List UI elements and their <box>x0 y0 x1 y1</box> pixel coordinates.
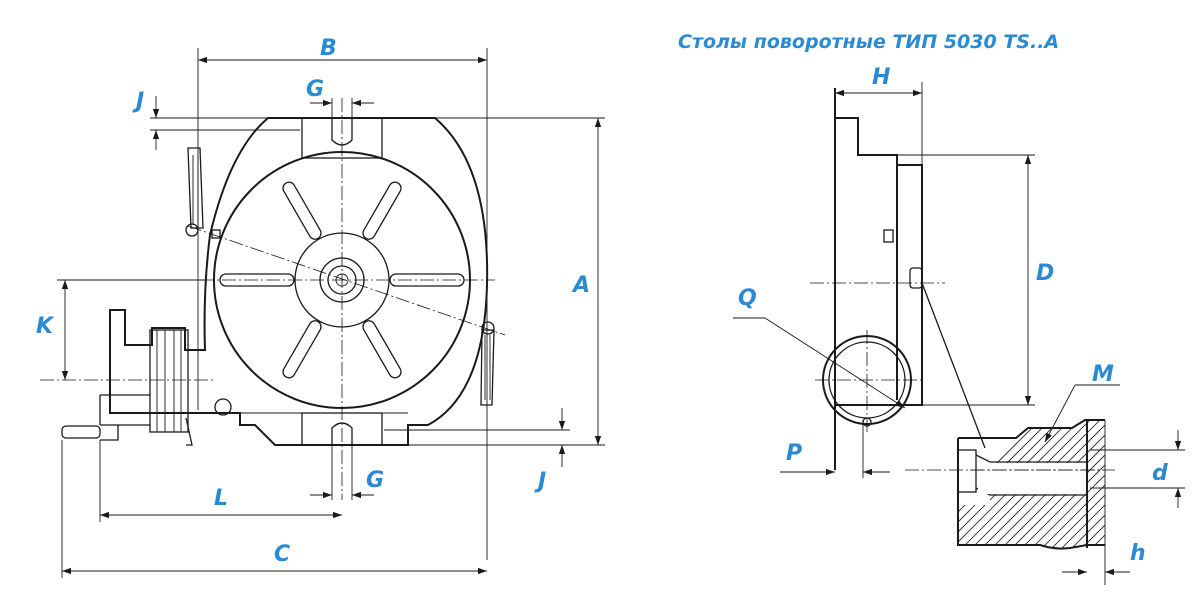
side-view <box>810 88 986 470</box>
label-Q: Q <box>738 286 757 311</box>
worm-housing <box>61 329 232 446</box>
drawing-title: Столы поворотные ТИП 5030 TS..A <box>678 31 1059 53</box>
label-G-bottom: G <box>366 468 384 493</box>
top-slot-block <box>301 117 383 159</box>
label-B: B <box>320 36 337 61</box>
lock-lever-left <box>185 147 221 239</box>
label-M: M <box>1092 362 1114 387</box>
label-C: C <box>274 542 290 567</box>
label-d: d <box>1152 461 1168 486</box>
front-view <box>40 98 506 500</box>
label-J-bottom: J <box>534 469 546 494</box>
side-view-dimensions <box>733 82 1035 478</box>
bore-section-detail <box>905 384 1185 585</box>
label-L: L <box>214 486 228 511</box>
t-slots <box>219 181 465 379</box>
label-K: K <box>36 314 55 339</box>
label-G-top: G <box>306 77 324 102</box>
table-body-outline <box>109 117 489 446</box>
label-A: A <box>571 273 590 298</box>
front-view-dimensions <box>57 48 605 578</box>
label-D: D <box>1036 261 1054 286</box>
label-H: H <box>872 65 890 90</box>
side-lock-knob <box>909 267 923 289</box>
label-J-top: J <box>132 89 144 114</box>
label-h: h <box>1130 541 1146 566</box>
lock-lever-right <box>480 321 495 406</box>
crank-handle <box>61 425 101 439</box>
label-P: P <box>786 441 802 466</box>
